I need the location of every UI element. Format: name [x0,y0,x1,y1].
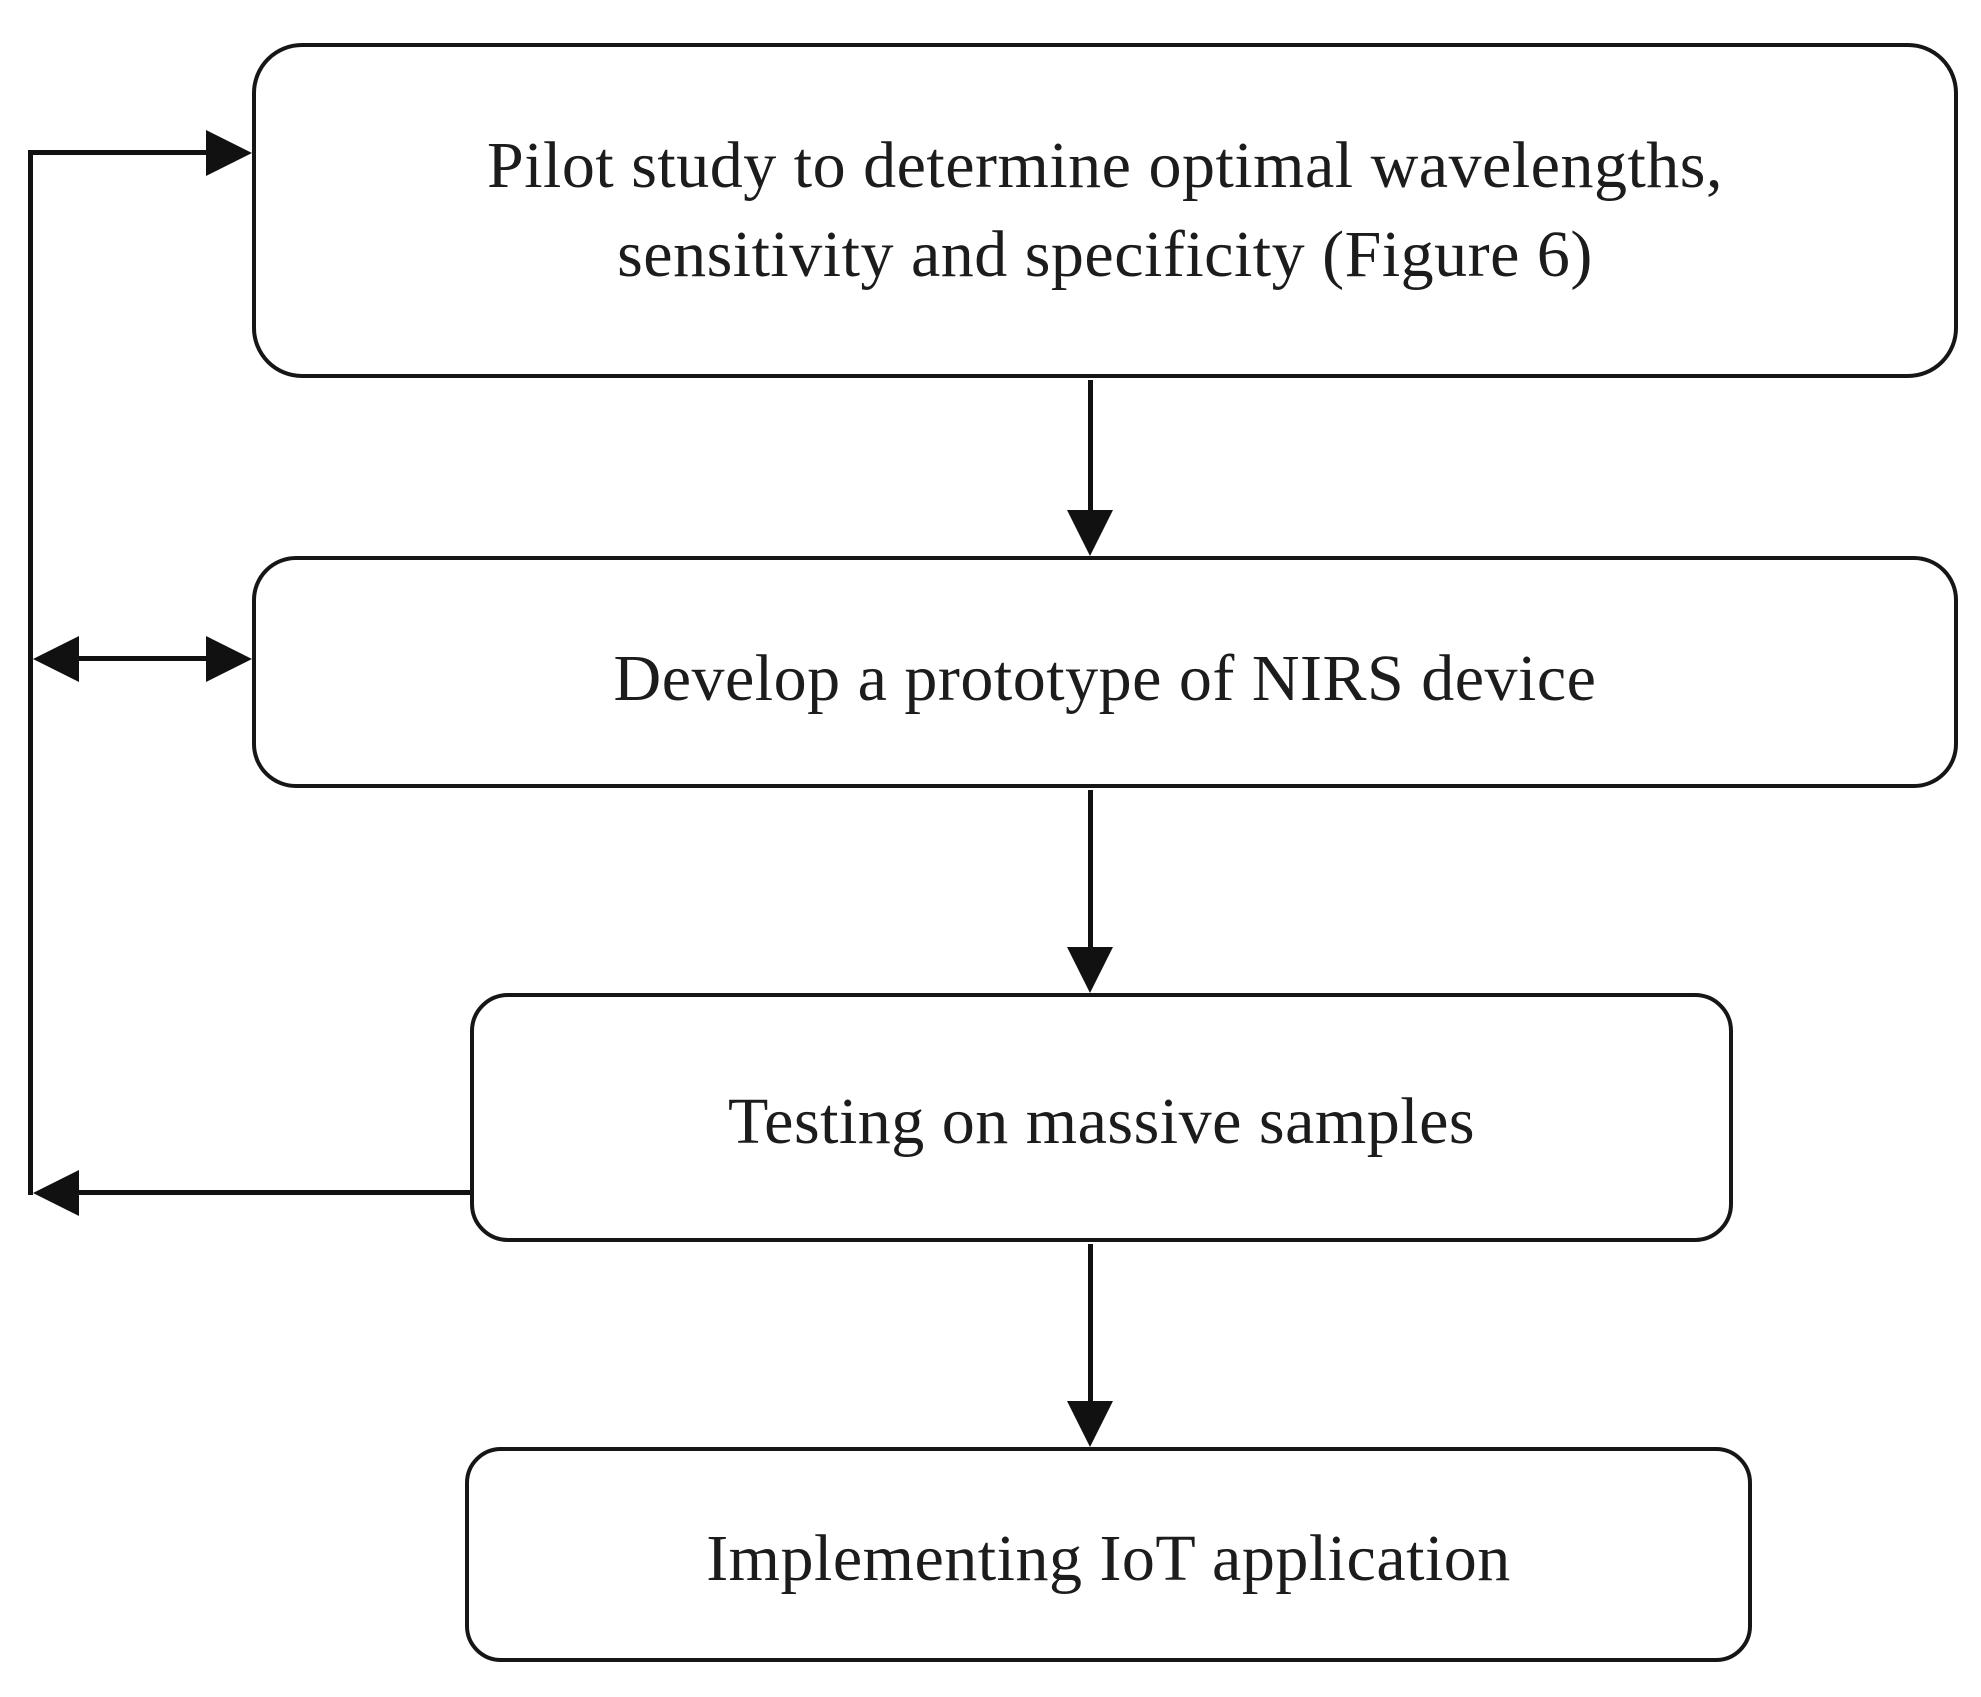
testing-to-rail-line [76,1190,470,1195]
arrowhead-down-into-prototype-icon [1067,510,1113,556]
feedback-rail-line [28,150,33,1195]
feedback-to-pilot-line [28,150,206,155]
prototype-rail-double-arrow-line [76,656,206,661]
node-develop-prototype-text: Develop a prototype of NIRS device [613,641,1597,715]
arrowhead-down-into-testing-icon [1067,947,1113,993]
arrowhead-right-into-prototype-icon [206,636,252,682]
node-develop-prototype: Develop a prototype of NIRS device [252,556,1958,788]
testing-to-iot-line [1088,1244,1093,1401]
pilot-to-prototype-line [1088,380,1093,510]
node-pilot-study: Pilot study to determine optimal wavelen… [252,43,1958,378]
node-testing-samples-text: Testing on massive samples [727,1085,1476,1159]
arrowhead-left-from-testing-icon [33,1170,79,1216]
arrowhead-left-to-rail-icon [33,636,79,682]
node-iot-application: Implementing IoT application [465,1447,1752,1662]
arrowhead-right-into-pilot-icon [206,130,252,176]
prototype-to-testing-line [1088,790,1093,947]
node-iot-application-text: Implementing IoT application [706,1522,1511,1596]
node-pilot-study-text-line1: Pilot study to determine optimal wavelen… [487,129,1723,203]
node-testing-samples: Testing on massive samples [470,993,1733,1242]
node-pilot-study-text-line2: sensitivity and specificity (Figure 6) [617,217,1593,291]
arrowhead-down-into-iot-icon [1067,1401,1113,1447]
